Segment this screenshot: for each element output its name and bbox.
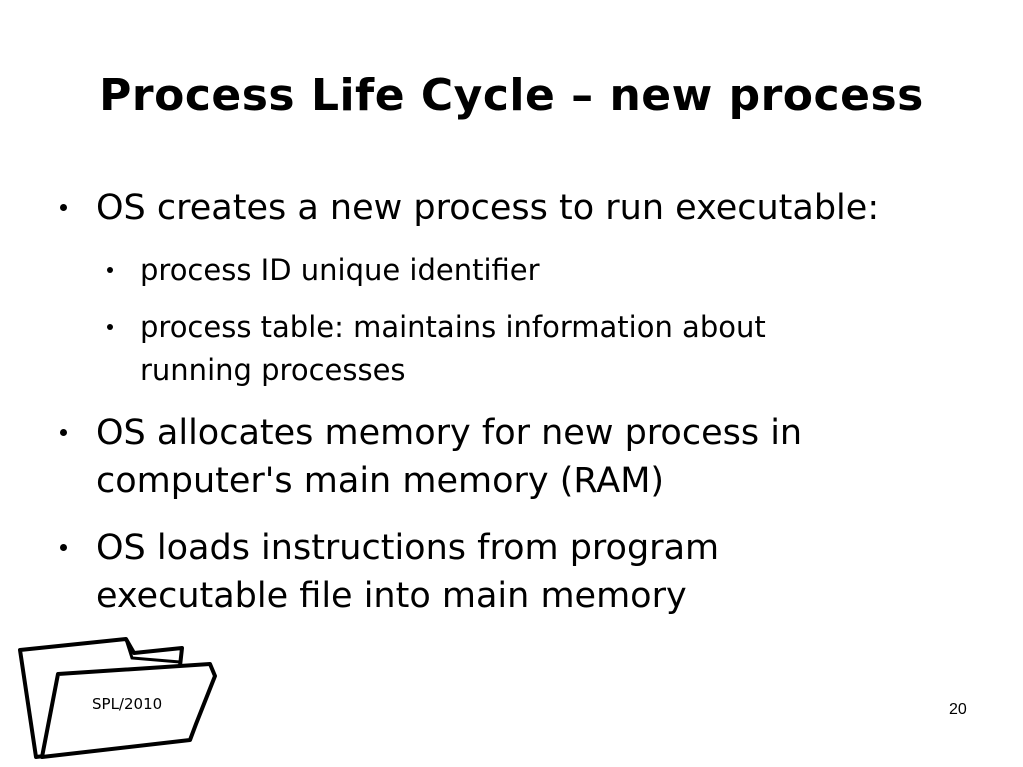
folder-icon (18, 637, 217, 759)
sub-bullet-dot-icon (107, 324, 113, 330)
sub-bullet-text: process ID unique identifier (140, 253, 540, 287)
bullet-text-line: OS allocates memory for new process in (96, 413, 803, 453)
bullet-text: OS creates a new process to run executab… (96, 188, 880, 228)
bullet-text-line: OS loads instructions from program (96, 528, 720, 568)
sub-bullet-item: process table: maintains information abo… (107, 306, 766, 348)
bullet-dot-icon (60, 429, 67, 436)
bullet-item-continuation: computer's main memory (RAM) (96, 457, 664, 505)
footer-label: SPL/2010 (92, 695, 163, 713)
slide-title: Process Life Cycle – new process (99, 70, 924, 121)
bullet-dot-icon (60, 544, 67, 551)
bullet-text-line: computer's main memory (RAM) (96, 461, 665, 501)
bullet-item: OS creates a new process to run executab… (60, 184, 880, 232)
bullet-text-line: executable file into main memory (96, 576, 687, 616)
bullet-dot-icon (60, 204, 67, 211)
sub-bullet-item-continuation: running processes (140, 349, 406, 391)
sub-bullet-text-line: process table: maintains information abo… (140, 310, 766, 344)
sub-bullet-text-line: running processes (140, 353, 406, 387)
bullet-item-continuation: executable file into main memory (96, 572, 687, 620)
sub-bullet-item: process ID unique identifier (107, 249, 540, 291)
bullet-item: OS loads instructions from program (60, 524, 720, 572)
sub-bullet-dot-icon (107, 267, 113, 273)
bullet-item: OS allocates memory for new process in (60, 409, 803, 457)
page-number: 20 (949, 701, 967, 718)
